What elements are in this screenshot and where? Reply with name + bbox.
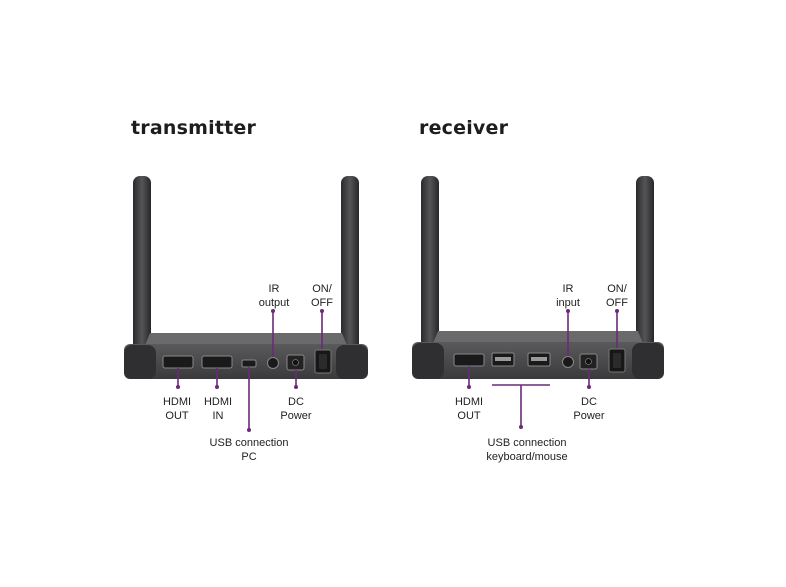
receiver-usb-label: USB connection keyboard/mouse	[486, 437, 568, 463]
receiver-usb-port-2-tongue	[531, 357, 547, 361]
transmitter-onoff-dot	[320, 309, 324, 313]
transmitter-onoff-label: ON/ OFF	[311, 283, 333, 309]
receiver-hdmi-out-dot	[467, 385, 471, 389]
receiver-ir-label: IR input	[556, 283, 580, 309]
transmitter-antenna-left	[133, 176, 151, 368]
transmitter-antenna-right	[341, 176, 359, 368]
receiver-dc-dot	[587, 385, 591, 389]
transmitter-hdmi-in-dot	[215, 385, 219, 389]
transmitter-power-switch-rocker	[319, 354, 327, 369]
transmitter-dc-dot	[294, 385, 298, 389]
receiver-ir-dot	[566, 309, 570, 313]
transmitter-usb-dot	[247, 428, 251, 432]
receiver-title: receiver	[419, 117, 509, 139]
transmitter-foot-left	[124, 345, 156, 379]
transmitter-callout-dots	[176, 309, 324, 432]
transmitter-callouts	[177, 311, 323, 430]
transmitter-hdmi-out-label: HDMI OUT	[162, 396, 192, 422]
receiver-callout-dots	[467, 309, 619, 429]
transmitter-hdmi-out-port	[162, 355, 194, 369]
receiver-callouts	[468, 311, 618, 427]
receiver-antenna-left	[421, 176, 439, 368]
receiver-foot-left	[412, 343, 444, 379]
transmitter-ir-jack	[267, 357, 279, 369]
transmitter-dc-pin	[292, 359, 299, 366]
receiver-ir-jack	[562, 356, 574, 368]
receiver-usb-dot	[519, 425, 523, 429]
transmitter-dc-label: DC Power	[280, 396, 312, 422]
receiver-device	[412, 176, 664, 379]
transmitter-hdmi-in-label: HDMI IN	[203, 396, 233, 422]
transmitter-hdmi-out-dot	[176, 385, 180, 389]
transmitter-device	[124, 176, 368, 379]
transmitter-hdmi-in-port	[201, 355, 233, 369]
transmitter-ir-label: IR output	[258, 283, 290, 309]
receiver-hdmi-out-port	[453, 353, 485, 367]
transmitter-usb-label: USB connection PC	[209, 437, 289, 463]
transmitter-ir-dot	[271, 309, 275, 313]
receiver-power-switch-rocker	[613, 353, 621, 368]
receiver-onoff-label: ON/ OFF	[606, 283, 628, 309]
receiver-dc-label: DC Power	[573, 396, 605, 422]
receiver-dc-pin	[585, 358, 592, 365]
receiver-hdmi-out-label: HDMI OUT	[454, 396, 484, 422]
receiver-onoff-dot	[615, 309, 619, 313]
transmitter-usb-port	[241, 359, 257, 368]
transmitter-title: transmitter	[131, 117, 257, 139]
receiver-antenna-right	[636, 176, 654, 368]
receiver-foot-right	[632, 343, 664, 379]
transmitter-foot-right	[336, 345, 368, 379]
receiver-usb-port-1-tongue	[495, 357, 511, 361]
